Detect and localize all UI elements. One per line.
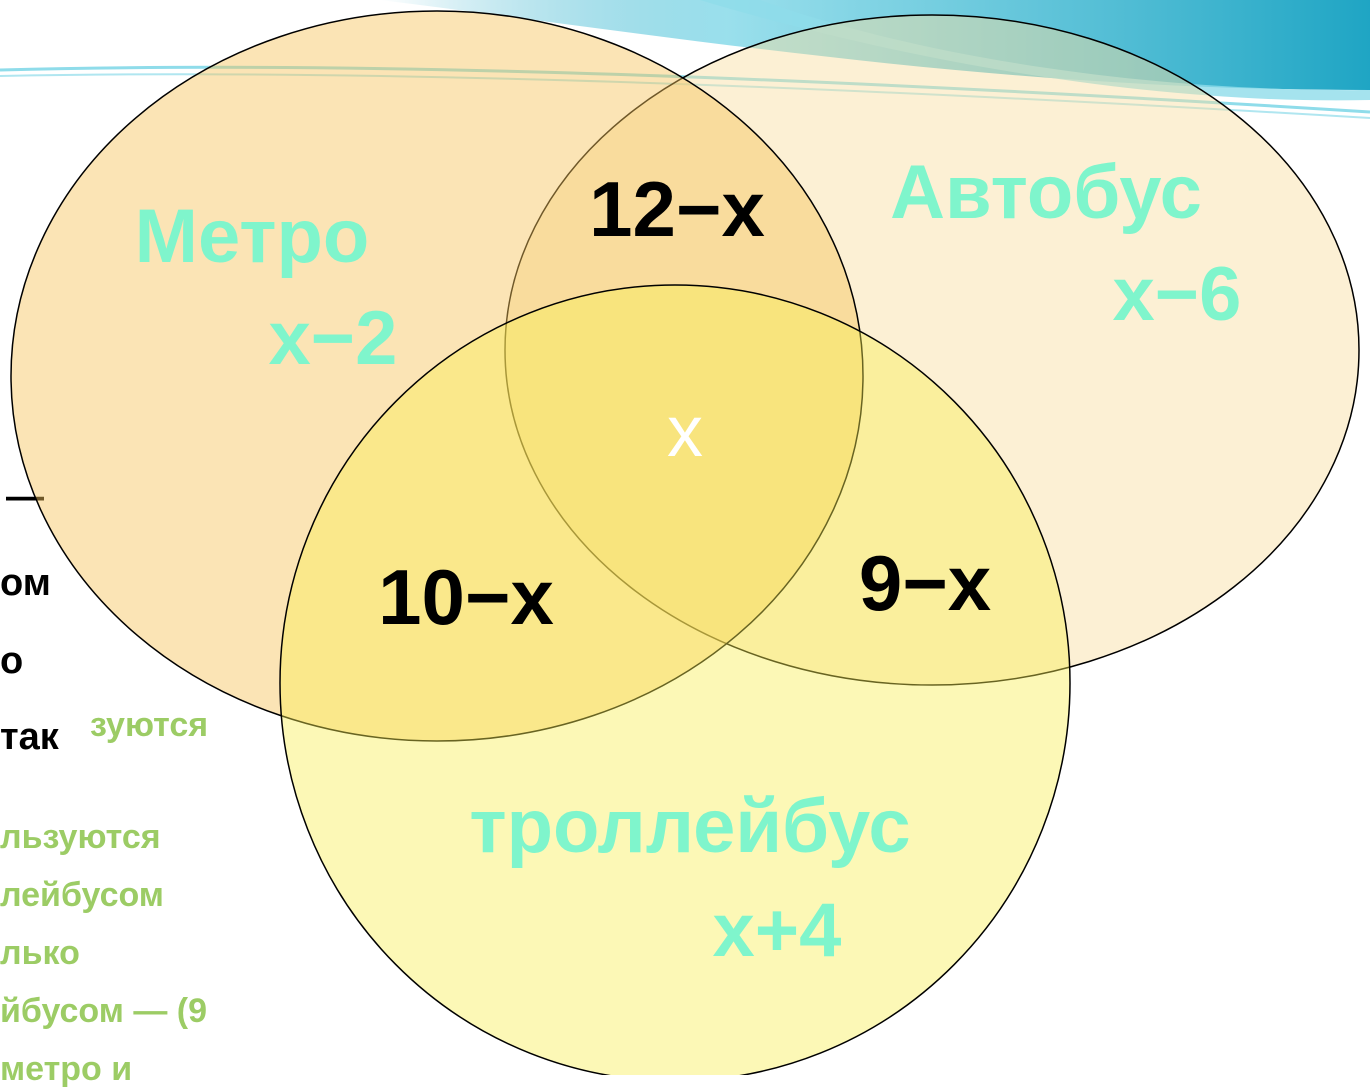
wave-band-light	[700, 0, 1370, 101]
side-text-dash: —	[6, 476, 44, 518]
side-text-om: ом	[0, 562, 51, 604]
bus-circle	[504, 14, 1360, 686]
metro-trolley-region-label: 10−x	[378, 553, 554, 641]
bus-count: x−6	[1113, 252, 1242, 337]
metro-label: Метро	[135, 194, 370, 279]
side-text-o: о	[0, 640, 24, 682]
metro-count: x−2	[269, 296, 398, 381]
center-region-label: x	[667, 392, 703, 472]
side-text-avtobusom: йбусом — (9	[0, 992, 208, 1030]
bus-label: Автобус	[890, 150, 1202, 235]
side-text-zuyutsya: зуются	[90, 706, 209, 744]
side-text-polzuyutsya: льзуются	[0, 818, 161, 856]
wave-line-1	[0, 65, 1370, 114]
side-text-trolleybusom: лейбусом	[0, 876, 164, 914]
side-text-tak: так	[0, 716, 59, 758]
trolley-count: x+4	[713, 888, 842, 973]
side-text-tolko: лько	[0, 934, 80, 972]
trolley-circle	[279, 284, 1071, 1075]
bus-trolley-region-label: 9−x	[859, 539, 991, 627]
trolley-label: троллейбус	[469, 784, 910, 869]
metro-bus-region-label: 12−x	[589, 165, 765, 253]
wave-line-2	[0, 73, 1370, 119]
top-wave-decoration	[0, 0, 1370, 119]
metro-circle	[10, 10, 864, 742]
